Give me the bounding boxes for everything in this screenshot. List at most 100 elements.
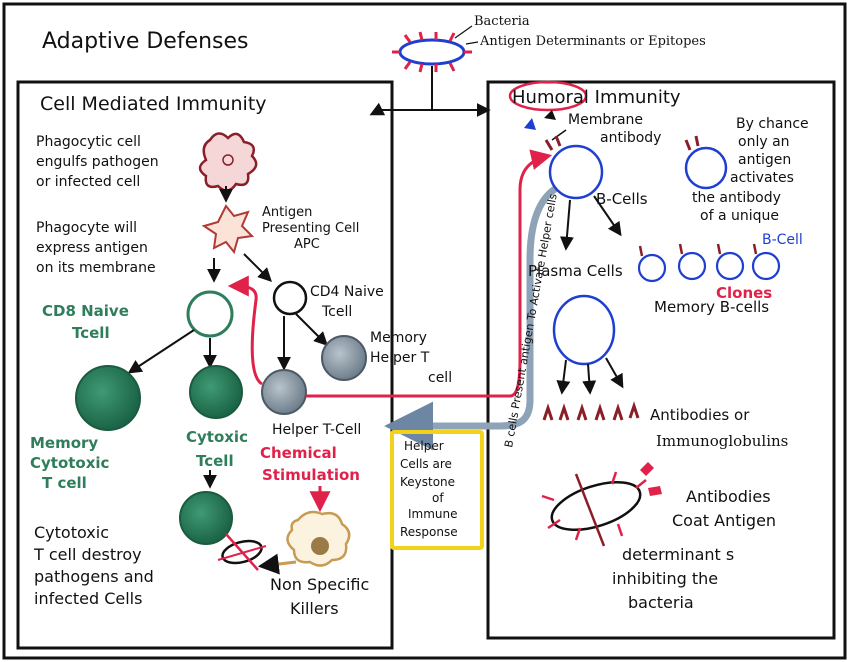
destroyed-pathogen-icon bbox=[217, 533, 267, 571]
cytoxic-tcell bbox=[189, 365, 243, 419]
phagocyte-icon bbox=[198, 132, 258, 192]
svg-text:Killers: Killers bbox=[290, 599, 339, 618]
unique-bcell bbox=[684, 146, 728, 190]
svg-text:By chance: By chance bbox=[736, 116, 809, 132]
svg-text:T cell destroy: T cell destroy bbox=[33, 545, 142, 564]
apc-label: Antigen Presenting Cell APC bbox=[262, 205, 359, 252]
svg-text:bacteria: bacteria bbox=[628, 593, 694, 612]
svg-text:pathogens and: pathogens and bbox=[34, 567, 154, 586]
svg-text:Coat Antigen: Coat Antigen bbox=[672, 511, 776, 530]
arrow-cd4-memory-helper bbox=[295, 313, 328, 346]
svg-text:Tcell: Tcell bbox=[321, 304, 352, 320]
apc-icon bbox=[201, 204, 255, 255]
cd8-naive-cell bbox=[186, 290, 234, 338]
bcell-clones bbox=[637, 243, 781, 283]
svg-text:Memory: Memory bbox=[370, 330, 427, 346]
memory-helper-label: Memory Helper T cell bbox=[370, 330, 452, 386]
arrow-plasma-antibody-1 bbox=[556, 359, 571, 395]
red-arrow-helper-to-bcell bbox=[306, 149, 553, 398]
cd4-label: CD4 Naive Tcell bbox=[310, 284, 384, 320]
cell-mediated-panel bbox=[16, 80, 394, 650]
arrow-cd8-memory bbox=[127, 329, 195, 374]
coated-bacteria-icon bbox=[541, 462, 662, 547]
active-cytotoxic-cell bbox=[179, 491, 233, 545]
svg-text:Antigen: Antigen bbox=[262, 205, 312, 220]
cytoxic-tcell-label: Cytoxic Tcell bbox=[186, 428, 248, 470]
svg-text:Helper: Helper bbox=[404, 439, 444, 453]
svg-text:Immune: Immune bbox=[408, 507, 458, 521]
antibodies-or-label: Antibodies or bbox=[650, 406, 750, 424]
keystone-text: Helper Cells are Keystone of Immune Resp… bbox=[400, 439, 458, 539]
svg-text:cell: cell bbox=[428, 370, 452, 386]
arrow-killer-to-pathogen bbox=[257, 553, 297, 575]
cytotoxic-destroy-text: Cytotoxic T cell destroy pathogens and i… bbox=[33, 523, 154, 608]
svg-text:CD8 Naive: CD8 Naive bbox=[42, 302, 129, 320]
svg-text:Cytotoxic: Cytotoxic bbox=[34, 523, 109, 542]
phagocyte-text: Phagocytic cell engulfs pathogen or infe… bbox=[36, 134, 159, 190]
svg-text:Cytoxic: Cytoxic bbox=[186, 428, 248, 446]
chemical-stimulation-label: Chemical Stimulation bbox=[260, 444, 360, 484]
humoral-heading: Humoral Immunity bbox=[512, 87, 681, 108]
arrow-bcell-plasma bbox=[559, 199, 574, 251]
humoral-panel bbox=[486, 80, 836, 640]
svg-text:the antibody: the antibody bbox=[692, 190, 781, 206]
antibodies-coat-label: Antibodies Coat Antigen bbox=[672, 487, 776, 530]
phagocyte-expresses-text: Phagocyte will express antigen on its me… bbox=[36, 220, 156, 276]
epitope-pointer bbox=[465, 41, 479, 45]
humoral-highlight bbox=[508, 80, 588, 112]
arrow-apc-cd4 bbox=[243, 253, 272, 282]
svg-text:on its membrane: on its membrane bbox=[36, 260, 156, 276]
clones-label: Clones bbox=[716, 284, 772, 302]
svg-text:of: of bbox=[432, 491, 444, 505]
bcell-blue-label: B-Cell bbox=[762, 232, 803, 248]
arrow-plasma-antibody-3 bbox=[605, 357, 624, 389]
plasma-cell bbox=[552, 294, 616, 366]
epitope-label: Antigen Determinants or Epitopes bbox=[479, 34, 706, 49]
svg-text:infected Cells: infected Cells bbox=[34, 589, 142, 608]
determinants-text: determinant s inhibiting the bacteria bbox=[612, 545, 734, 612]
gray-arrow-bcell-to-helper bbox=[384, 182, 562, 451]
svg-text:only an: only an bbox=[738, 134, 790, 150]
antigen-triangle bbox=[524, 118, 536, 130]
cell-mediated-heading: Cell Mediated Immunity bbox=[40, 93, 267, 115]
svg-text:Cells are: Cells are bbox=[400, 457, 452, 471]
cd4-naive-cell bbox=[272, 280, 308, 316]
svg-text:Keystone: Keystone bbox=[400, 475, 455, 489]
nonspecific-killers-label: Non Specific Killers bbox=[270, 575, 369, 618]
membrane-antibody-pointer bbox=[551, 129, 567, 141]
antibodies-row bbox=[542, 401, 640, 421]
cd8-label: CD8 Naive Tcell bbox=[42, 302, 129, 342]
svg-text:determinant s: determinant s bbox=[622, 545, 734, 564]
keystone-box bbox=[390, 430, 484, 550]
memory-cytotoxic-cell bbox=[75, 365, 141, 431]
plasma-cells-label: Plasma Cells bbox=[528, 262, 623, 280]
by-chance-text: By chance only an antigen activates the … bbox=[692, 116, 809, 224]
svg-text:activates: activates bbox=[730, 170, 794, 186]
svg-text:Helper T: Helper T bbox=[370, 350, 430, 366]
antigen-triangle bbox=[544, 110, 556, 120]
arrow-plasma-antibody-2 bbox=[582, 363, 597, 395]
bcell-receptors bbox=[544, 135, 562, 151]
svg-text:antibody: antibody bbox=[600, 130, 661, 146]
svg-text:Phagocytic cell: Phagocytic cell bbox=[36, 134, 141, 150]
memory-bcells-label: Memory B-cells bbox=[654, 298, 769, 316]
svg-text:or infected cell: or infected cell bbox=[36, 174, 140, 190]
diagram-title: Adaptive Defenses bbox=[42, 29, 249, 54]
svg-text:Non Specific: Non Specific bbox=[270, 575, 369, 594]
svg-text:Phagocyte will: Phagocyte will bbox=[36, 220, 137, 236]
immunoglobulins-label: Immunoglobulins bbox=[656, 432, 788, 450]
arrow-bcell-clones bbox=[593, 195, 622, 237]
helper-tcell-label: Helper T-Cell bbox=[272, 422, 361, 438]
svg-text:Response: Response bbox=[400, 525, 458, 539]
svg-text:Tcell: Tcell bbox=[196, 452, 234, 470]
svg-text:Stimulation: Stimulation bbox=[262, 466, 360, 484]
svg-text:Presenting Cell: Presenting Cell bbox=[262, 221, 359, 236]
bcells-label: B-Cells bbox=[596, 190, 648, 208]
memory-cytotoxic-label: Memory Cytotoxic T cell bbox=[30, 434, 109, 492]
activated-bcell bbox=[548, 144, 604, 200]
svg-text:express antigen: express antigen bbox=[36, 240, 148, 256]
svg-text:Antibodies: Antibodies bbox=[686, 487, 771, 506]
branch-connector bbox=[369, 66, 491, 117]
